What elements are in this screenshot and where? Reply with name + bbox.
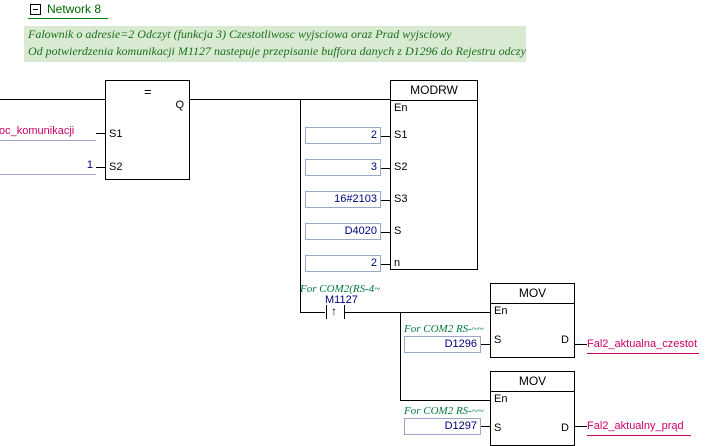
network-title: Network 8 (47, 2, 102, 16)
mov1-dest-label[interactable]: Fal2_aktualna_czestot (587, 338, 698, 350)
wire-modrw-n (381, 264, 391, 265)
wire-mov2-d (575, 426, 587, 427)
wire-branch-to-contact (300, 312, 325, 313)
modrw-s3-value: 16#2103 (334, 193, 377, 205)
compare-output-pin-label: Q (175, 99, 184, 111)
rising-edge-arrow-icon: ↑ (331, 304, 337, 318)
mov2-source-operand[interactable]: D1297 (404, 418, 481, 435)
modrw-pin-s3: S3 (394, 193, 408, 205)
compare-symbol: = (144, 84, 152, 99)
wire-mov1-d (575, 344, 587, 345)
modrw-pin-n: n (394, 257, 401, 269)
wire-modrw-s2 (381, 168, 391, 169)
modrw-s-value: D4020 (344, 225, 377, 237)
mov1-annotation: For COM2 RS-~~ (404, 323, 484, 335)
mov1-title: MOV (518, 286, 547, 300)
compare-in2-operand[interactable]: 1 (0, 158, 96, 175)
modrw-pin-s: S (394, 225, 402, 237)
modrw-s1-operand[interactable]: 2 (305, 127, 381, 144)
wire-to-mov1-en (400, 312, 490, 313)
modrw-title: MODRW (410, 83, 458, 97)
mov1-pin-d: D (561, 334, 569, 346)
mov2-block[interactable]: MOV En S D (490, 371, 575, 446)
mov2-title-divider (491, 391, 574, 392)
wire-mov2-s (481, 426, 491, 427)
wire-compare-q-out (190, 99, 390, 100)
modrw-s2-operand[interactable]: 3 (305, 159, 381, 176)
modrw-n-value: 2 (370, 257, 377, 269)
mov2-pin-en: En (494, 393, 508, 405)
wire-compare-s1 (96, 133, 106, 134)
modrw-pin-s1: S1 (394, 129, 408, 141)
modrw-block[interactable]: MODRW En S1 S2 S3 S n (390, 80, 478, 270)
mov1-block[interactable]: MOV En S D (490, 283, 575, 358)
modrw-title-divider (391, 100, 477, 101)
mov2-title: MOV (518, 374, 547, 388)
mov1-pin-en: En (494, 305, 508, 317)
modrw-s2-value: 3 (370, 161, 377, 173)
compare-in2-value: 1 (86, 159, 93, 171)
network-header: Network 8 (0, 0, 708, 19)
mov2-dest-underline (587, 435, 691, 436)
mov1-dest-underline (587, 353, 699, 354)
modrw-s-operand[interactable]: D4020 (305, 223, 381, 240)
network-comment[interactable]: Falownik o adresie=2 Odczyt (funkcja 3) … (24, 26, 526, 62)
mov2-dest-label[interactable]: Fal2_aktualny_prąd (587, 420, 684, 432)
wire-mov-branch-vertical (400, 312, 401, 400)
wire-modrw-s (381, 232, 391, 233)
wire-branch-vertical (300, 99, 301, 312)
compare-in2-pin-label: S2 (109, 161, 123, 173)
mov2-pin-d: D (561, 422, 569, 434)
wire-contact-out (344, 312, 400, 313)
contact-left-bar (326, 305, 327, 319)
compare-in1-value: oc_komunikacji (0, 125, 75, 137)
mov2-source-value: D1297 (444, 420, 477, 432)
wire-to-mov2-en (400, 400, 490, 401)
minus-square-icon[interactable] (30, 4, 41, 15)
mov2-annotation: For COM2 RS-~~ (404, 405, 484, 417)
comment-line-2: Od potwierdzenia komunikacji M1127 naste… (28, 44, 526, 58)
wire-rail-to-compare (0, 99, 105, 100)
mov2-pin-s: S (494, 422, 502, 434)
modrw-s1-value: 2 (370, 129, 377, 141)
mov1-source-operand[interactable]: D1296 (404, 336, 481, 353)
mov1-pin-s: S (494, 334, 502, 346)
network-title-underline (28, 18, 108, 19)
modrw-n-operand[interactable]: 2 (305, 255, 381, 272)
mov1-title-divider (491, 303, 574, 304)
modrw-pin-en: En (394, 102, 408, 114)
wire-compare-s2 (96, 167, 106, 168)
wire-modrw-s1 (381, 136, 391, 137)
compare-in1-operand[interactable]: oc_komunikacji (0, 124, 96, 141)
contact-annotation: For COM2(RS-4~ (300, 283, 381, 295)
mov1-source-value: D1296 (444, 338, 477, 350)
modrw-s3-operand[interactable]: 16#2103 (305, 191, 381, 208)
contact-name: M1127 (325, 294, 358, 306)
wire-mov1-s (481, 344, 491, 345)
compare-in1-pin-label: S1 (109, 128, 123, 140)
compare-block[interactable]: = Q S1 S2 (105, 80, 190, 180)
wire-modrw-s3 (381, 200, 391, 201)
modrw-pin-s2: S2 (394, 161, 408, 173)
comment-line-1: Falownik o adresie=2 Odczyt (funkcja 3) … (28, 27, 452, 41)
